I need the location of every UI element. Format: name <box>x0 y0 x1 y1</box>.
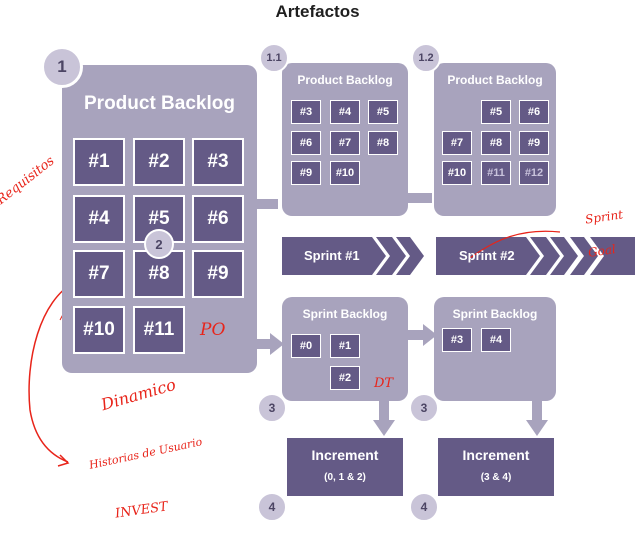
overlay-number-badge: 2 <box>144 229 174 259</box>
sprint-chevron-2 <box>436 237 540 275</box>
refined-backlog-1-item: #9 <box>291 161 321 185</box>
refined-backlog-1-number-badge: 1.1 <box>259 43 289 73</box>
sprint-2-label: Sprint #2 <box>459 248 515 263</box>
refined-backlog-2-item: #12 <box>519 161 549 185</box>
sprint-1-label: Sprint #1 <box>304 248 360 263</box>
main-backlog-item: #4 <box>73 195 125 243</box>
refined-backlog-2-item: #11 <box>481 161 511 185</box>
annotation-goal-curve <box>469 230 561 259</box>
refined-backlog-2-item: #8 <box>481 131 511 155</box>
increment-2-sub: (3 & 4) <box>480 472 512 483</box>
sprint-backlog-1-title: Sprint Backlog <box>302 307 388 321</box>
refined-backlog-1-item: #8 <box>368 131 398 155</box>
refined-backlog-2-item: #7 <box>442 131 472 155</box>
refined-backlog-2-item: #5 <box>481 100 511 124</box>
increment-1-title: Increment <box>311 447 379 463</box>
refined-backlog-1-item: #3 <box>291 100 321 124</box>
page-title: Artefactos <box>275 2 360 21</box>
refined-backlog-1-item: #10 <box>330 161 360 185</box>
main-backlog-item: #6 <box>192 195 244 243</box>
increment-2-number-badge: 4 <box>409 492 439 522</box>
annotation-curve <box>28 281 76 463</box>
increment-1-box: Increment (0, 1 & 2) <box>285 436 405 498</box>
refined-backlog-1-item: #7 <box>330 131 360 155</box>
main-backlog-title: Product Backlog <box>84 93 235 114</box>
sprint-backlog-1-number-badge: 3 <box>257 393 287 423</box>
main-backlog-item: #7 <box>73 250 125 298</box>
increment-1-sub: (0, 1 & 2) <box>324 472 366 483</box>
sprint-backlog-1-item: #0 <box>291 334 321 358</box>
refined-backlog-2-title: Product Backlog <box>447 73 543 87</box>
refined-backlog-2-number-badge: 1.2 <box>411 43 441 73</box>
refined-backlog-2-item: #10 <box>442 161 472 185</box>
refined-backlog-2-item: #6 <box>519 100 549 124</box>
sprint-backlog-2-number-badge: 3 <box>409 393 439 423</box>
main-backlog-item: #1 <box>73 138 125 186</box>
refined-backlog-1-item: #6 <box>291 131 321 155</box>
main-backlog-item: #10 <box>73 306 125 354</box>
annotation-po: PO <box>200 320 226 340</box>
refined-backlog-1-item: #4 <box>330 100 360 124</box>
main-backlog-item: #2 <box>133 138 185 186</box>
refined-backlog-2-item: #9 <box>519 131 549 155</box>
increment-2-box: Increment (3 & 4) <box>436 436 556 498</box>
sprint-backlog-2-item: #4 <box>481 328 511 352</box>
increment-2-title: Increment <box>462 447 530 463</box>
sprint-backlog-1-item: #2 <box>330 366 360 390</box>
main-backlog-item: #3 <box>192 138 244 186</box>
refined-backlog-1-title: Product Backlog <box>297 73 393 87</box>
sprint-backlog-1-item: #1 <box>330 334 360 358</box>
increment-1-number-badge: 4 <box>257 492 287 522</box>
main-backlog-item: #9 <box>192 250 244 298</box>
sprint-chevron-1 <box>282 237 386 275</box>
sprint-backlog-2-title: Sprint Backlog <box>452 307 538 321</box>
main-backlog-item: #11 <box>133 306 185 354</box>
refined-backlog-1-item: #5 <box>368 100 398 124</box>
main-backlog-number-badge: 1 <box>41 46 83 88</box>
annotation-dt: DT <box>374 376 394 391</box>
sprint-backlog-2-item: #3 <box>442 328 472 352</box>
